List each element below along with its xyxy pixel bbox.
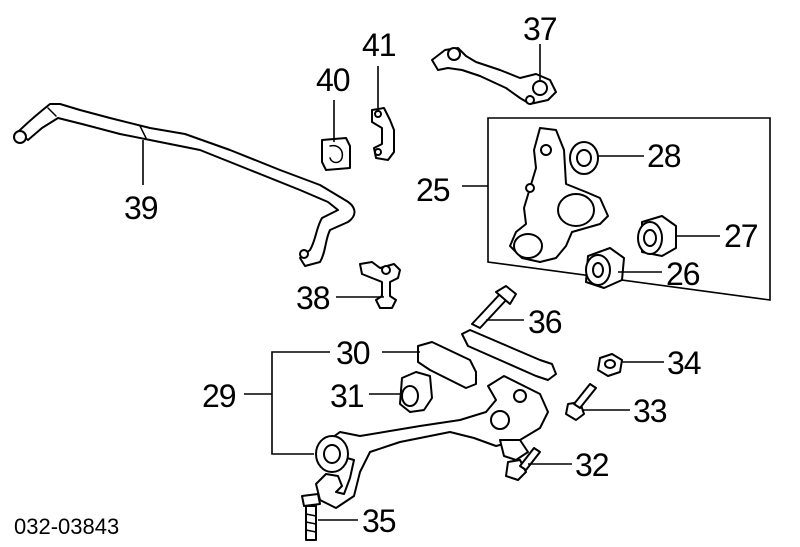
callout-26: 26 (666, 256, 700, 292)
callout-34: 34 (667, 345, 701, 381)
callout-41: 41 (362, 27, 396, 63)
callout-25: 25 (416, 172, 450, 208)
bushing-28-part (569, 141, 599, 175)
callout-32: 32 (575, 447, 609, 483)
lower-control-arm-part (315, 375, 549, 509)
bolt-35-part (301, 493, 321, 541)
bushing-26-part (585, 247, 625, 289)
stabilizer-bar-part (13, 103, 356, 267)
bushing-27-part (637, 215, 677, 257)
callout-36: 36 (528, 304, 562, 340)
stabilizer-bracket-part (371, 107, 395, 161)
stabilizer-bushing-part (321, 137, 351, 171)
bolt-33-part (565, 383, 597, 421)
bushing-31-part (399, 371, 433, 413)
nut-34-part (597, 353, 623, 377)
arm-30-part (417, 341, 477, 389)
stabilizer-link-part (359, 261, 401, 309)
callout-31: 31 (330, 378, 364, 414)
upper-arm-part (431, 47, 557, 105)
callout-27: 27 (724, 218, 758, 254)
bolt-36-part (471, 285, 517, 329)
callout-30: 30 (336, 335, 370, 371)
callout-33: 33 (633, 393, 667, 429)
lower-link-part (461, 329, 557, 381)
leader-lines (142, 44, 720, 521)
callout-37: 37 (523, 11, 557, 47)
callout-39: 39 (124, 190, 158, 226)
callout-28: 28 (647, 138, 681, 174)
bolt-32-part (505, 447, 541, 481)
knuckle-assembly-frame (462, 117, 771, 301)
diagram-code: 032-03843 (14, 514, 119, 539)
callout-35: 35 (362, 503, 396, 539)
callout-38: 38 (296, 280, 330, 316)
callout-29: 29 (202, 378, 236, 414)
knuckle-part (509, 127, 609, 263)
callout-40: 40 (316, 62, 350, 98)
